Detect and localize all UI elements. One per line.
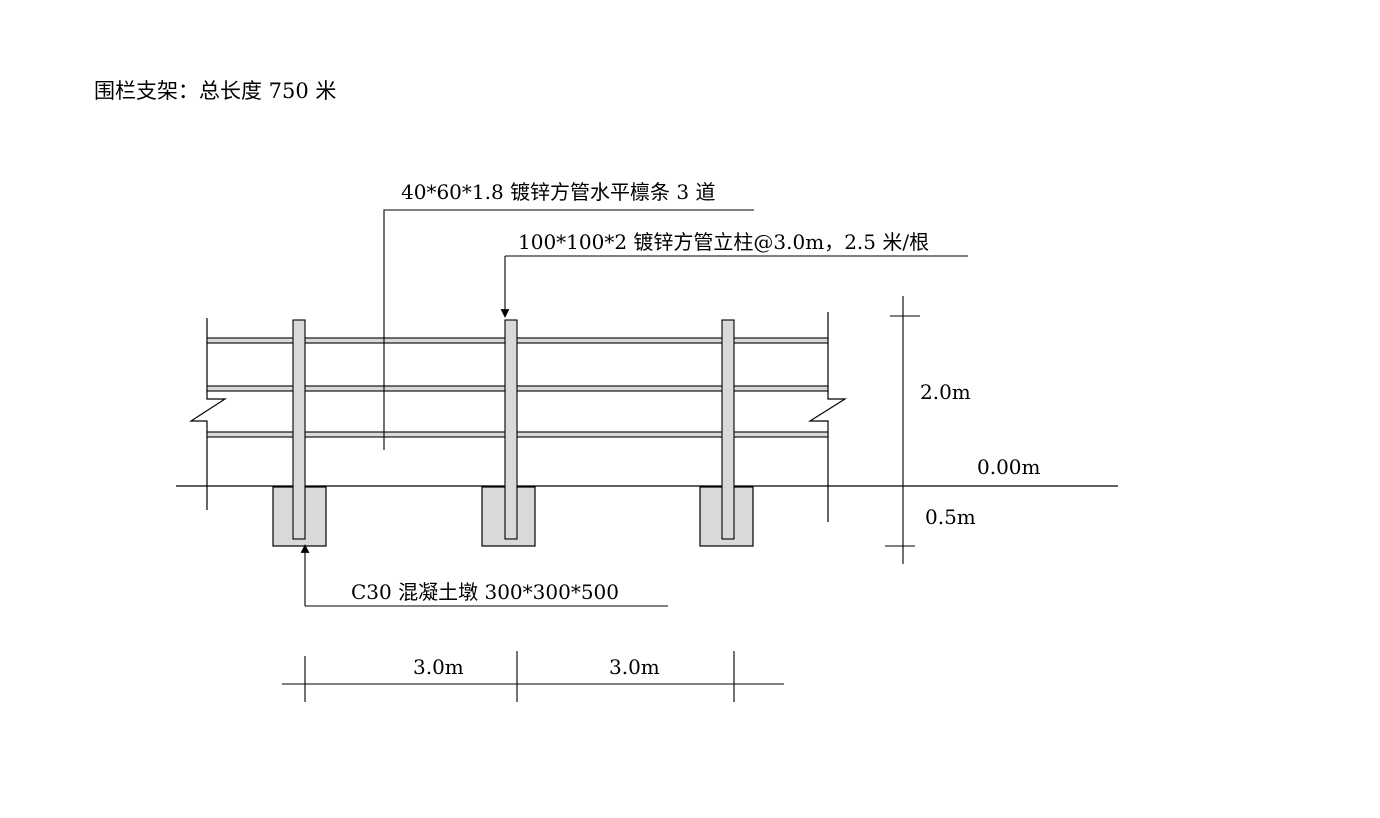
horizontal-dimension: 3.0m 3.0m: [282, 651, 784, 702]
post-callout-text: 100*100*2 镀锌方管立柱@3.0m，2.5 米/根: [518, 230, 929, 254]
footing-callout-text: C30 混凝土墩 300*300*500: [351, 580, 619, 604]
spacing-label-1: 3.0m: [413, 655, 464, 679]
post-2: [504, 319, 518, 540]
depth-dimension-label: 0.5m: [925, 505, 976, 529]
rail-callout-text: 40*60*1.8 镀锌方管水平檩条 3 道: [401, 180, 716, 204]
rail-callout: 40*60*1.8 镀锌方管水平檩条 3 道: [383, 180, 754, 450]
posts: [292, 319, 735, 540]
vertical-dimension: 2.0m 0.00m 0.5m: [885, 296, 1041, 564]
right-break-line: [807, 312, 848, 522]
height-dimension-label: 2.0m: [920, 380, 971, 404]
post-3: [721, 319, 735, 540]
ground-level-label: 0.00m: [977, 455, 1041, 479]
spacing-label-2: 3.0m: [609, 655, 660, 679]
left-break-line: [188, 318, 228, 510]
rail-leader-line: [383, 209, 754, 450]
post-callout: 100*100*2 镀锌方管立柱@3.0m，2.5 米/根: [500, 230, 968, 318]
footing-callout: C30 混凝土墩 300*300*500: [300, 544, 668, 607]
post-1: [292, 319, 306, 540]
drawing-title: 围栏支架：总长度 750 米: [94, 79, 336, 103]
